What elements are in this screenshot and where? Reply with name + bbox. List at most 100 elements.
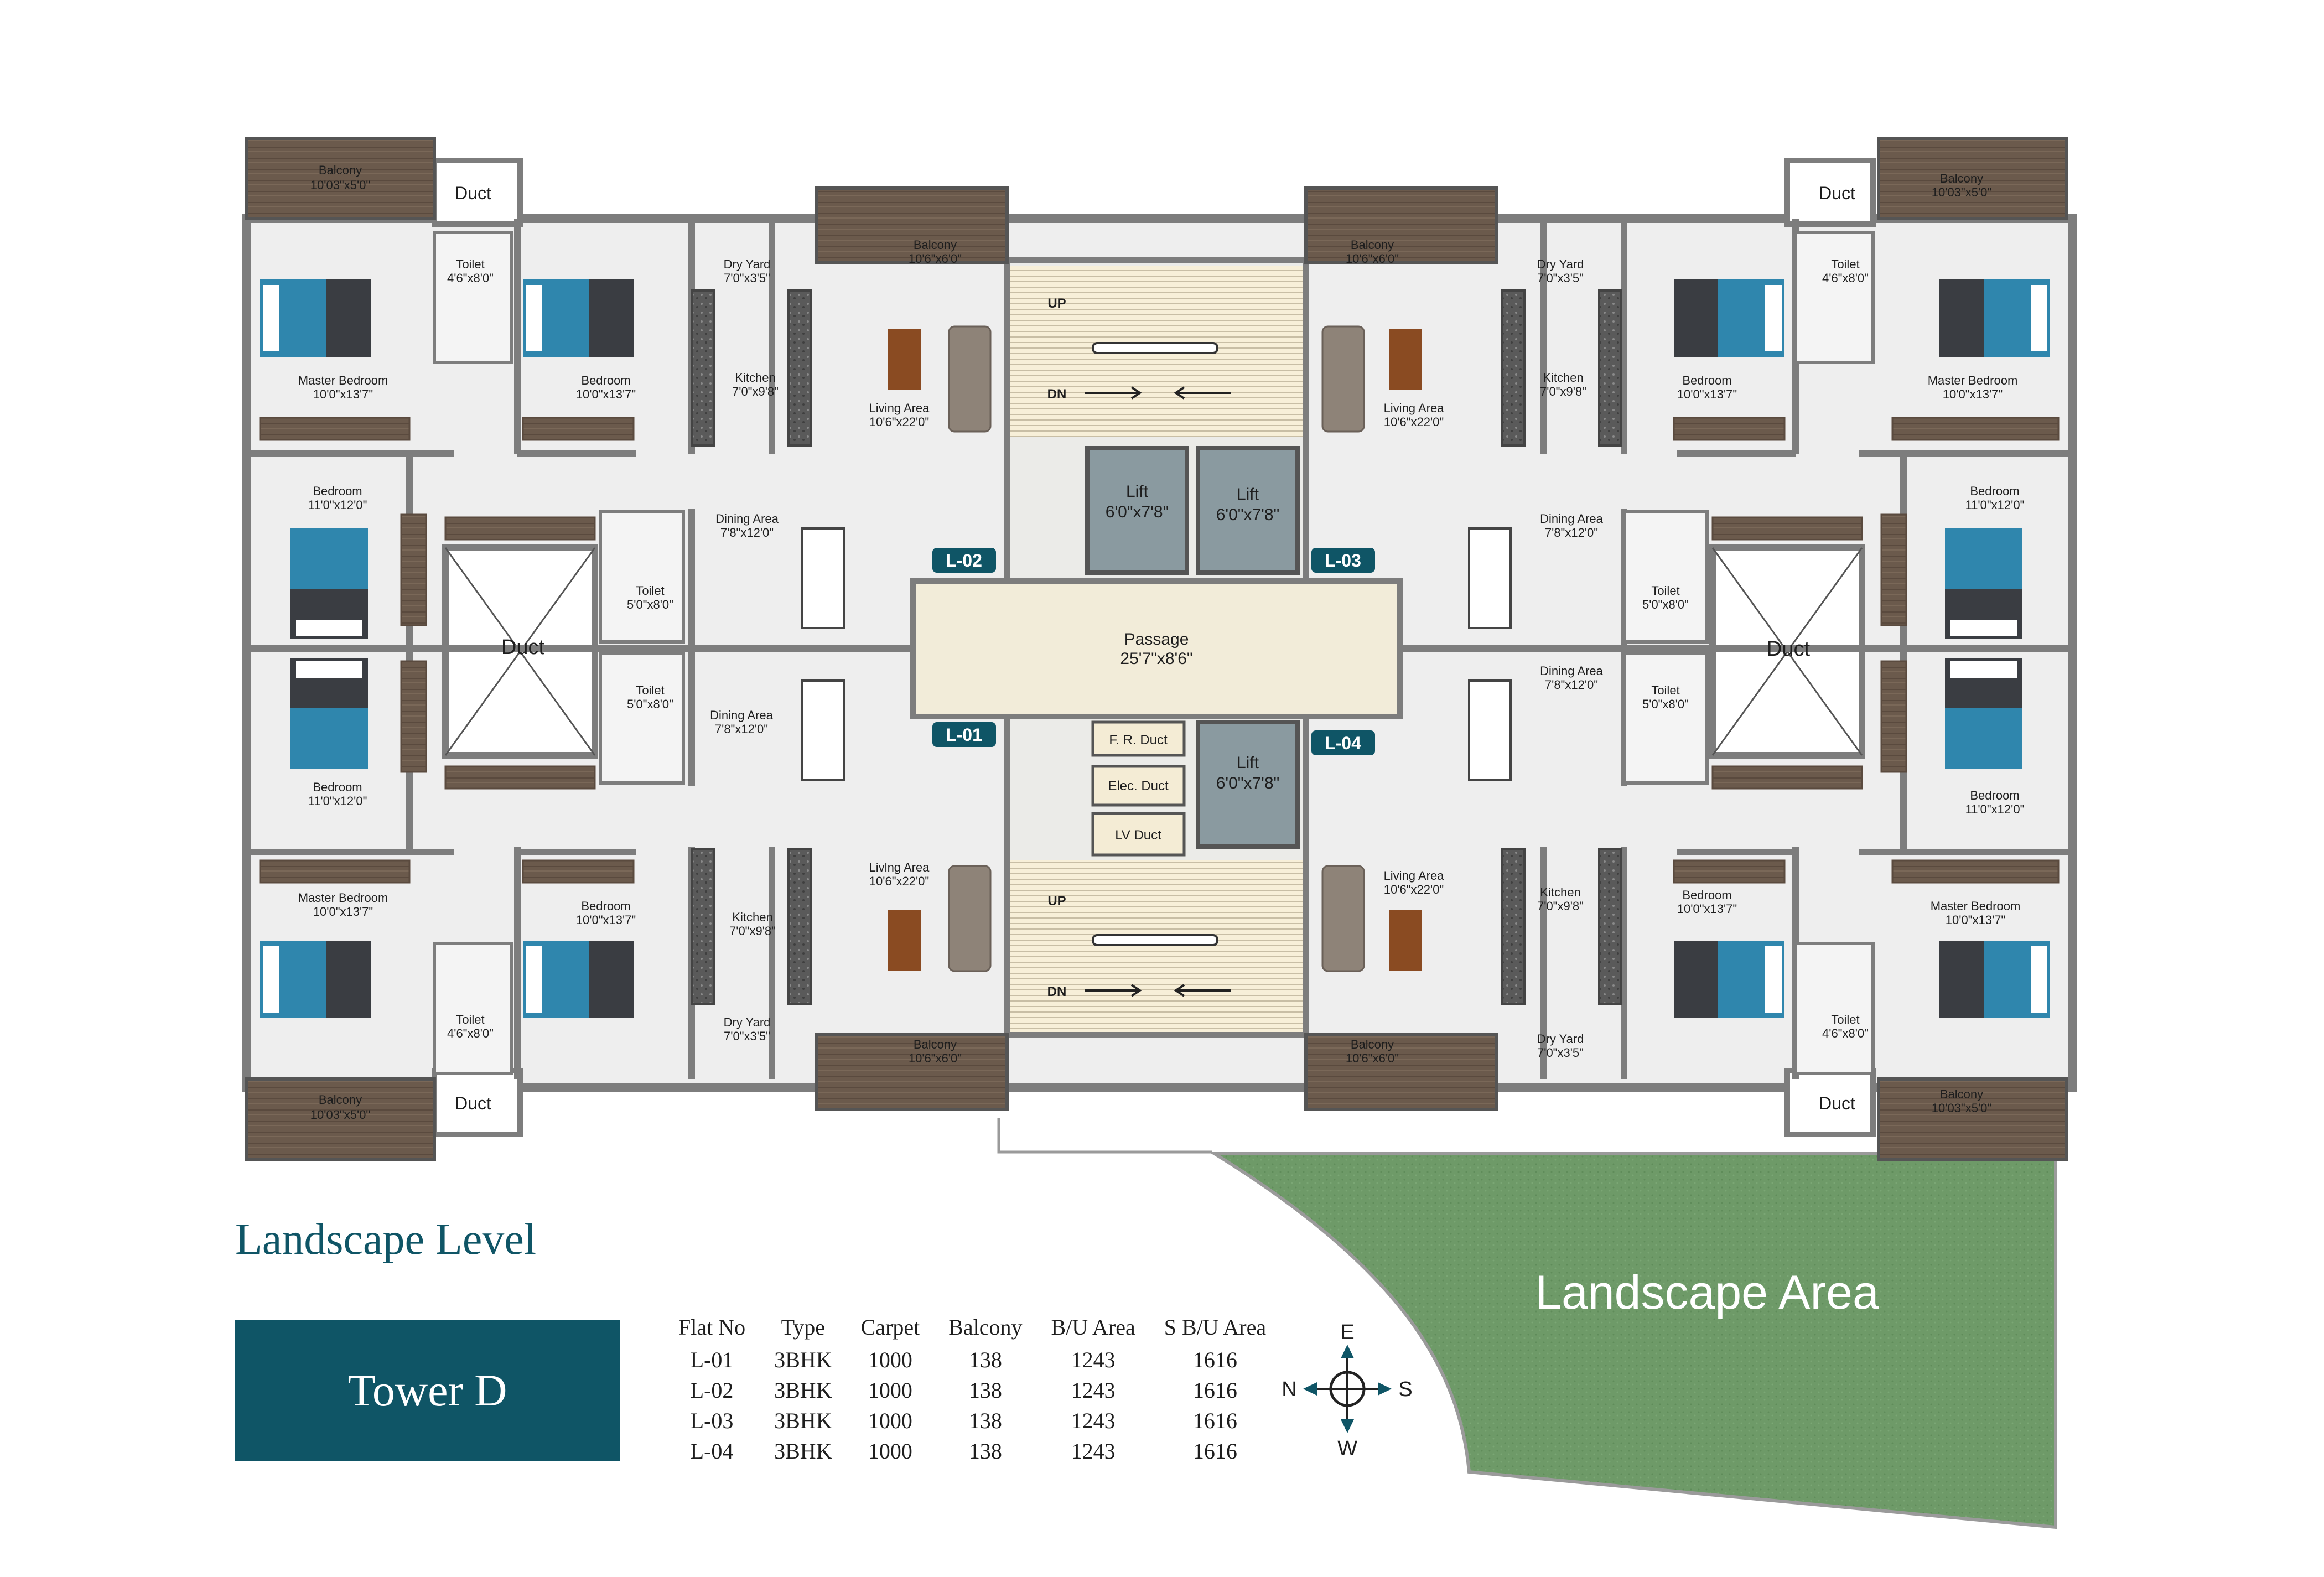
bed bbox=[1939, 941, 2050, 1018]
sofa bbox=[948, 325, 1365, 972]
room-size: 10'0"x13'7" bbox=[313, 387, 373, 401]
room-label: Dry Yard bbox=[724, 257, 771, 271]
lift-1 bbox=[1085, 446, 1189, 575]
room-size: 7'0"x3'5" bbox=[724, 1029, 770, 1043]
balcony bbox=[245, 1077, 436, 1161]
room-label: Bedroom bbox=[1970, 484, 2019, 498]
duct-label: Duct bbox=[1819, 183, 1855, 203]
bed bbox=[1945, 528, 2022, 639]
room-label: Kitchen bbox=[732, 910, 772, 924]
flat-tag-l01: L-01 bbox=[946, 725, 982, 745]
lv-duct bbox=[1091, 812, 1186, 857]
bed bbox=[260, 279, 371, 357]
room-size: 5'0"x8'0" bbox=[627, 598, 673, 611]
passage bbox=[910, 578, 1403, 719]
room-label: Balcony bbox=[1940, 172, 1983, 185]
table-cell: 1243 bbox=[1071, 1408, 1116, 1433]
table-cell: 1616 bbox=[1192, 1408, 1237, 1433]
room-label: Toilet bbox=[636, 584, 664, 598]
room-label: Livlng Area bbox=[869, 860, 930, 874]
room-size: 10'0"x13'7" bbox=[1677, 902, 1737, 916]
room-size: 5'0"x8'0" bbox=[1642, 598, 1689, 611]
room-label: Kitchen bbox=[735, 371, 775, 385]
table-cell: 3BHK bbox=[774, 1439, 832, 1464]
stair-handrail-bottom bbox=[1092, 934, 1218, 946]
bed bbox=[260, 941, 371, 1018]
room-size: 7'0"x3'5" bbox=[1537, 271, 1584, 285]
room-size: 10'6"x6'0" bbox=[1346, 252, 1399, 266]
bed bbox=[523, 279, 634, 357]
dining-table bbox=[801, 527, 1512, 781]
compass-icon bbox=[1303, 1345, 1392, 1433]
room-size: 11'0"x12'0" bbox=[308, 794, 367, 808]
lift-size: 6'0"x7'8" bbox=[1216, 774, 1280, 792]
lift-size: 6'0"x7'8" bbox=[1106, 503, 1169, 521]
room-label: Master Bedroom bbox=[1931, 899, 2021, 913]
flat-tag-l03: L-03 bbox=[1325, 551, 1361, 570]
room-size: 10'03"x5'0" bbox=[310, 178, 370, 192]
table-cell: 1000 bbox=[868, 1408, 912, 1433]
room-size: 4'6"x8'0" bbox=[447, 271, 494, 285]
room-label: Bedroom bbox=[581, 899, 630, 913]
balcony bbox=[815, 186, 1009, 264]
lift-2 bbox=[1196, 446, 1300, 575]
room-size: 10'6"x22'0" bbox=[869, 874, 929, 888]
room-label: Dry Yard bbox=[1537, 257, 1584, 271]
table-cell: 3BHK bbox=[774, 1378, 832, 1403]
site-boundary bbox=[997, 1118, 1212, 1154]
bed bbox=[1674, 279, 1784, 357]
table-cell: L-01 bbox=[690, 1347, 734, 1372]
duct-label: Duct bbox=[1767, 637, 1811, 661]
bed bbox=[1939, 279, 2050, 357]
table-cell: 1000 bbox=[868, 1378, 912, 1403]
room-size: 10'03"x5'0" bbox=[310, 1108, 370, 1122]
room-label: Balcony bbox=[319, 1093, 362, 1107]
table-cell: 1000 bbox=[868, 1439, 912, 1464]
room-size: 4'6"x8'0" bbox=[1822, 1026, 1869, 1040]
room-size: 11'0"x12'0" bbox=[1965, 498, 2025, 512]
table-row: L-04 3BHK 1000 138 1243 1616 bbox=[664, 1436, 1280, 1466]
area-table-header-cell: Type bbox=[781, 1315, 826, 1340]
room-label: Dry Yard bbox=[724, 1015, 771, 1029]
room-label: Bedroom bbox=[1682, 374, 1731, 387]
lift-size: 6'0"x7'8" bbox=[1216, 506, 1280, 524]
duct-label: Duct bbox=[455, 183, 491, 203]
landscape-label: Landscape Area bbox=[1535, 1266, 1879, 1319]
room-label: Dining Area bbox=[1540, 512, 1604, 526]
bed bbox=[523, 941, 634, 1018]
room-size: 10'6"x6'0" bbox=[909, 252, 962, 266]
room-size: 7'0"x3'5" bbox=[724, 271, 770, 285]
balcony bbox=[1304, 1033, 1498, 1111]
room-size: 11'0"x12'0" bbox=[1965, 802, 2025, 816]
compass-n-label: N bbox=[1282, 1378, 1296, 1401]
table-row: L-02 3BHK 1000 138 1243 1616 bbox=[664, 1375, 1280, 1405]
flat-tag-l01-badge bbox=[932, 722, 996, 747]
table-cell: 1616 bbox=[1192, 1439, 1237, 1464]
stair-handrail-top bbox=[1092, 342, 1218, 354]
kitchen-counter bbox=[691, 289, 1622, 1005]
duct-label: Duct bbox=[455, 1093, 491, 1113]
room-size: 10'0"x13'7" bbox=[313, 905, 373, 919]
table-cell: L-04 bbox=[690, 1439, 734, 1464]
table-row: L-03 3BHK 1000 138 1243 1616 bbox=[664, 1405, 1280, 1436]
compass-e-label: E bbox=[1340, 1321, 1354, 1344]
table-cell: L-02 bbox=[690, 1378, 734, 1403]
lv-duct-label: LV Duct bbox=[1115, 828, 1161, 843]
room-label: Kitchen bbox=[1540, 885, 1580, 899]
table-row: L-01 3BHK 1000 138 1243 1616 bbox=[664, 1345, 1280, 1375]
room-size: 10'0"x13'7" bbox=[1677, 387, 1737, 401]
room-size: 5'0"x8'0" bbox=[1642, 697, 1689, 711]
room-size: 7'8"x12'0" bbox=[1545, 678, 1598, 692]
coffee-table bbox=[888, 329, 1422, 971]
room-size: 7'8"x12'0" bbox=[1545, 526, 1598, 540]
duct-label: Duct bbox=[1819, 1093, 1855, 1113]
table-cell: 1243 bbox=[1071, 1378, 1116, 1403]
room-label: Living Area bbox=[1384, 869, 1445, 883]
landscape-area bbox=[1208, 1152, 2057, 1529]
level-title: Landscape Level bbox=[235, 1215, 537, 1264]
bed bbox=[1674, 941, 1784, 1018]
toilet-room bbox=[433, 231, 1875, 1075]
balcony bbox=[815, 1033, 1009, 1111]
balcony bbox=[1877, 1077, 2068, 1161]
area-table-header-cell: B/U Area bbox=[1051, 1315, 1135, 1340]
